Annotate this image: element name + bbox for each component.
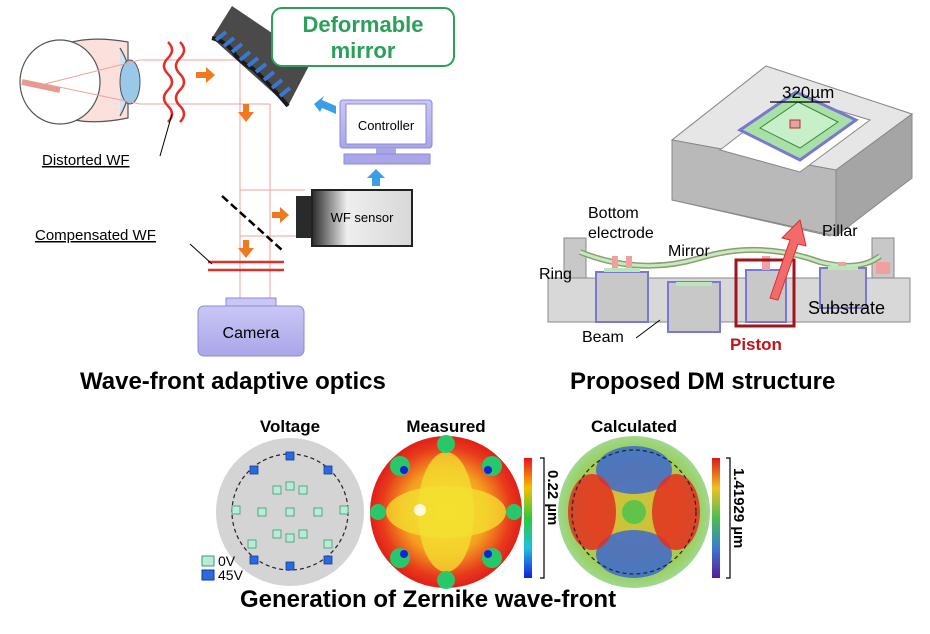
calculated-scale-label: 1.41929 µm [730, 468, 747, 548]
voltage-map [216, 438, 364, 586]
arrow-down-2 [238, 240, 254, 258]
measured-scale-label: 0.22 µm [544, 470, 561, 525]
dm-label-box: Deformable mirror [271, 7, 455, 67]
mirror-label: Mirror [668, 243, 710, 260]
measured-label: Measured [406, 417, 485, 436]
controller-label: Controller [358, 118, 415, 133]
compensated-wavefront [208, 260, 284, 272]
deformable-mirror [211, 6, 312, 108]
measured-colorbar [524, 458, 532, 578]
legend-45v: 45V [218, 567, 244, 583]
eye-icon [19, 38, 141, 125]
zernike-title: Generation of Zernike wave-front [240, 586, 616, 613]
camera-label: Camera [223, 325, 280, 342]
ring-label: Ring [539, 266, 572, 283]
bottom-electrode-line1: Bottom [588, 205, 639, 222]
dm-label-line1: Deformable [302, 12, 423, 37]
size-label: 320µm [782, 83, 834, 102]
substrate-label: Substrate [808, 298, 885, 318]
dm-label-line2: mirror [331, 38, 396, 63]
pillar-label: Pillar [822, 223, 858, 240]
arrow-down-1 [238, 104, 254, 122]
arrow-piston-to-3d [769, 219, 807, 301]
arrow-right-2 [272, 207, 289, 223]
distorted-wf-leader [159, 113, 173, 157]
calculated-label: Calculated [591, 417, 677, 436]
camera-box: Camera [197, 297, 305, 357]
legend-swatch-0v [201, 555, 215, 567]
arrow-right-1 [196, 67, 215, 83]
optics-title: Wave-front adaptive optics [80, 368, 386, 395]
zernike-panel: Voltage Measured Calculated [201, 417, 747, 613]
controller-box: Controller [339, 99, 433, 165]
wf-sensor-box: WF sensor [296, 189, 413, 247]
cross-section [547, 237, 911, 333]
distorted-wf-label: Distorted WF [42, 152, 130, 169]
legend-swatch-45v [201, 569, 215, 581]
arrow-sensor-to-controller [367, 169, 385, 186]
voltage-label: Voltage [260, 417, 320, 436]
beam-splitter [221, 195, 283, 251]
bottom-electrode-line2: electrode [588, 225, 654, 242]
dm-structure-diagram: 320µm Bottom electrode Mirror Pillar [539, 65, 914, 395]
distorted-wavefront [162, 41, 186, 123]
calculated-map [558, 436, 710, 588]
wf-sensor-label: WF sensor [331, 210, 395, 225]
arrow-controller-to-dm [314, 96, 336, 114]
light-rays [44, 59, 305, 300]
legend-0v: 0V [218, 553, 236, 569]
piston-label: Piston [730, 335, 782, 354]
measured-map [370, 435, 522, 589]
voltage-legend: 0V 45V [201, 553, 244, 583]
compensated-wf-label: Compensated WF [35, 227, 156, 244]
beam-label: Beam [582, 329, 624, 346]
calculated-colorbar [712, 458, 720, 578]
piston-highlight [734, 258, 796, 328]
compensated-wf-leader [189, 243, 213, 265]
mirror-3d [737, 90, 859, 162]
adaptive-optics-diagram: Deformable mirror Controller WF sensor [19, 6, 455, 395]
structure-title: Proposed DM structure [570, 368, 835, 395]
